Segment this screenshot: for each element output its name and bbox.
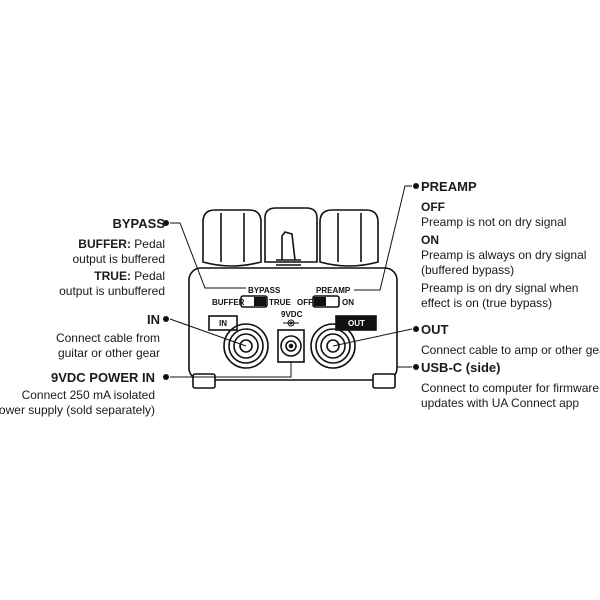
out-callout-line	[332, 328, 413, 347]
in-heading: IN	[147, 312, 160, 327]
out-heading: OUT	[421, 322, 449, 337]
power-line2: power supply (sold separately)	[0, 403, 155, 417]
panel-on-label: ON	[342, 298, 354, 307]
preamp-callout-dot	[413, 183, 419, 189]
usb-callout-dot	[413, 364, 419, 370]
out-line1: Connect cable to amp or other gear	[421, 343, 600, 357]
preamp-on-text2: (buffered bypass)	[421, 263, 515, 277]
panel-true-label: TRUE	[269, 298, 291, 307]
panel-bypass-label: BYPASS	[248, 286, 281, 295]
preamp-off-text: Preamp is not on dry signal	[421, 215, 567, 229]
panel-preamp-label: PREAMP	[316, 286, 351, 295]
panel-dc-label: 9VDC	[281, 310, 303, 319]
bypass-buffer-line1: BUFFER: Pedal	[78, 236, 165, 252]
right-foot	[372, 373, 396, 389]
in-callout-dot	[163, 316, 169, 322]
preamp-off-label: OFF	[421, 200, 445, 214]
out-jack-icon	[310, 315, 377, 369]
preamp-switch	[312, 295, 340, 308]
power-heading: 9VDC POWER IN	[50, 370, 155, 385]
panel-off-label: OFF	[297, 298, 313, 307]
usb-heading: USB-C (side)	[421, 360, 501, 375]
bypass-buffer-text2: output is buffered	[72, 252, 165, 266]
bypass-buffer-text1: Pedal	[134, 237, 165, 251]
bypass-buffer-label: BUFFER:	[78, 237, 131, 251]
out-callout-dot	[413, 326, 419, 332]
preamp-callout-line	[354, 185, 412, 291]
in-line2: guitar or other gear	[57, 346, 160, 360]
right-knob-icon	[319, 209, 379, 267]
usb-line1: Connect to computer for firmware	[421, 381, 600, 395]
preamp-on-label: ON	[421, 233, 439, 247]
preamp-on-text4: effect is on (true bypass)	[421, 296, 553, 310]
preamp-on-text1: Preamp is always on dry signal	[421, 248, 587, 262]
bypass-true-line1: TRUE: Pedal	[94, 268, 165, 284]
bypass-true-text2: output is unbuffered	[59, 284, 165, 298]
in-line1: Connect cable from	[55, 331, 160, 345]
power-callout-line	[170, 362, 292, 378]
bypass-heading: BYPASS	[112, 216, 166, 231]
in-callout-line	[169, 318, 247, 347]
preamp-on-text3: Preamp is on dry signal when	[421, 281, 579, 295]
left-foot	[192, 373, 216, 389]
dc-polarity-icon	[283, 319, 299, 327]
left-knob-icon	[202, 209, 262, 267]
bypass-true-label: TRUE:	[94, 269, 131, 283]
power-callout-dot	[163, 374, 169, 380]
panel-in-label: IN	[219, 319, 227, 328]
bypass-switch	[240, 295, 268, 308]
panel-buffer-label: BUFFER	[212, 298, 245, 307]
usb-line2: updates with UA Connect app	[421, 396, 580, 410]
bypass-callout-line	[170, 222, 246, 289]
power-line1: Connect 250 mA isolated	[21, 388, 155, 402]
in-jack-icon	[208, 315, 269, 369]
panel-out-label: OUT	[348, 319, 365, 328]
bypass-true-text1: Pedal	[134, 269, 165, 283]
preamp-heading: PREAMP	[421, 179, 477, 194]
bypass-callout-dot	[163, 220, 169, 226]
toggle-switch-icon	[276, 231, 301, 266]
